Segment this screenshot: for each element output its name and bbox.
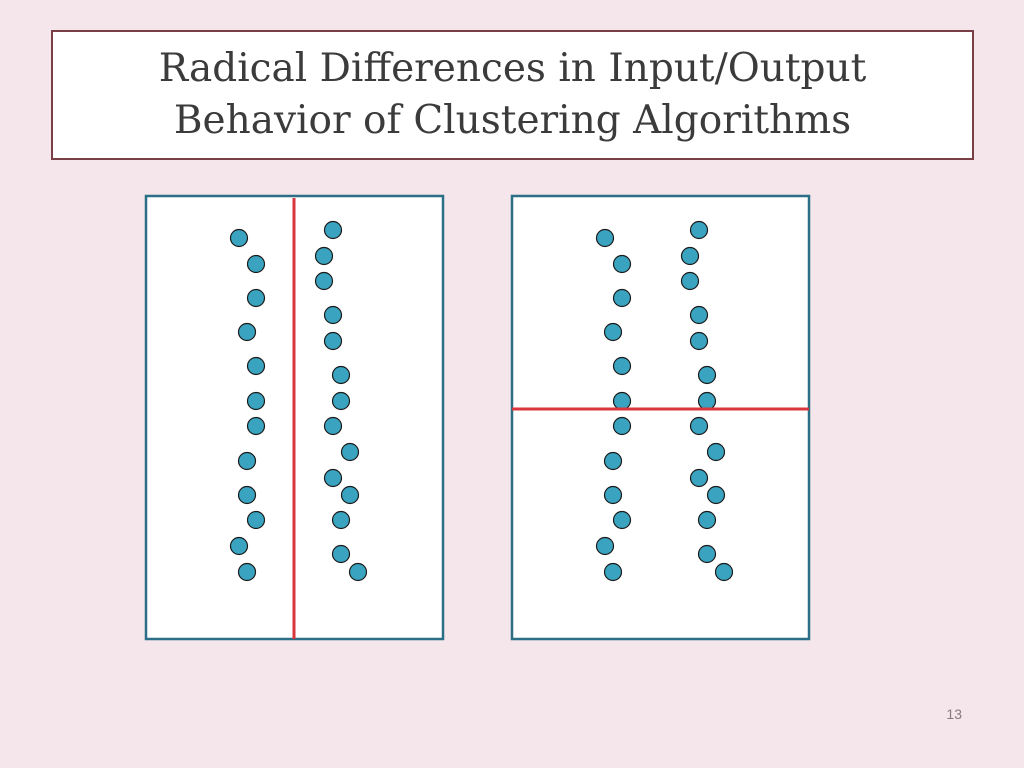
left-panel [144,194,445,641]
title-line-1: Radical Differences in Input/Output [158,46,867,91]
right-panel-data-point [612,356,632,376]
right-panel-data-point [697,365,717,385]
left-panel-data-point [323,220,343,240]
right-panel-data-point [706,485,726,505]
right-panel-data-point [680,246,700,266]
right-panel-data-point [612,288,632,308]
right-panel-data-point [612,391,632,411]
left-panel-data-point [229,228,249,248]
right-panel-data-point [603,562,623,582]
right-panel-data-point [697,510,717,530]
right-panel-data-point [603,451,623,471]
right-panel-data-point [612,254,632,274]
left-panel-data-point [237,485,257,505]
right-panel-data-point [689,468,709,488]
left-panel-data-point [340,485,360,505]
left-panel-data-point [331,391,351,411]
right-panel-data-point [689,220,709,240]
left-panel-data-point [237,562,257,582]
left-panel-data-point [246,288,266,308]
left-panel-data-point [323,416,343,436]
left-panel-data-point [246,391,266,411]
right-panel-data-point [595,228,615,248]
slide-number: 13 [946,706,962,722]
left-panel-data-point [246,510,266,530]
right-panel [510,194,811,641]
right-panel-data-point [595,536,615,556]
right-panel-data-point [689,305,709,325]
right-panel-data-point [612,416,632,436]
right-panel-data-point [612,510,632,530]
right-panel-data-point [706,442,726,462]
left-panel-data-point [323,305,343,325]
left-panel-data-point [246,254,266,274]
left-panel-data-point [246,416,266,436]
left-panel-data-point [323,468,343,488]
left-panel-data-point [323,331,343,351]
right-panel-data-point [603,485,623,505]
left-panel-data-point [237,322,257,342]
left-panel-data-point [314,246,334,266]
right-panel-data-point [714,562,734,582]
right-panel-data-point [697,544,717,564]
right-panel-data-point [689,331,709,351]
left-panel-data-point [331,365,351,385]
left-panel-data-point [331,544,351,564]
right-panel-data-point [680,271,700,291]
left-panel-data-point [229,536,249,556]
right-panel-data-point [689,416,709,436]
left-panel-data-point [246,356,266,376]
left-panel-data-point [348,562,368,582]
left-panel-data-point [331,510,351,530]
right-panel-frame [510,194,811,641]
right-panel-data-point [603,322,623,342]
left-panel-data-point [237,451,257,471]
left-panel-data-point [314,271,334,291]
left-panel-data-point [340,442,360,462]
title-line-2: Behavior of Clustering Algorithms [173,98,852,143]
right-panel-data-point [697,391,717,411]
title-box: Radical Differences in Input/Output Beha… [51,30,974,160]
